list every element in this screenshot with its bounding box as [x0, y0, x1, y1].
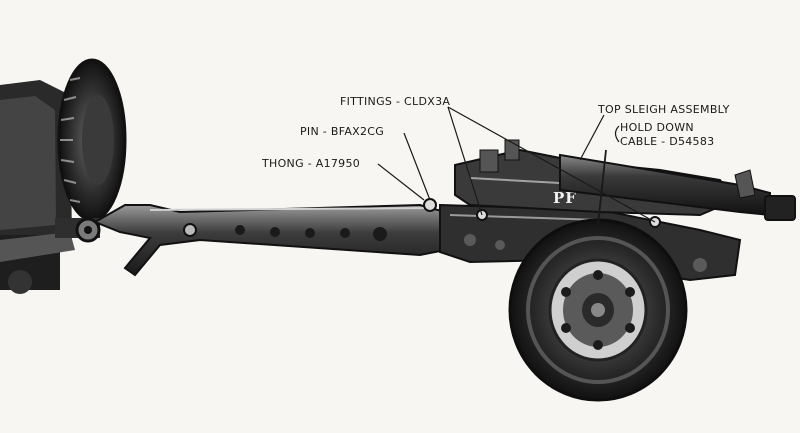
callout-pin: PIN - BFAX2CG [300, 125, 385, 138]
trail-arm [92, 203, 446, 277]
callout-top-sleigh: TOP SLEIGH ASSEMBLY [598, 103, 730, 116]
callout-hold-down-2: CABLE - D54583 [620, 135, 715, 148]
tow-hitch [55, 217, 101, 243]
leader-lines [377, 106, 656, 223]
callout-thong: THONG - A17950 [262, 157, 361, 170]
barrel [559, 153, 796, 221]
stencil-marking: PF [553, 189, 577, 207]
spare-tyre [57, 58, 127, 222]
callout-fittings: FITTINGS - CLDX3A [340, 95, 451, 108]
road-wheel [508, 218, 688, 402]
callout-hold-down-1: HOLD DOWN [620, 121, 694, 134]
hold-down-cable [597, 149, 607, 226]
towing-vehicle [0, 80, 75, 294]
